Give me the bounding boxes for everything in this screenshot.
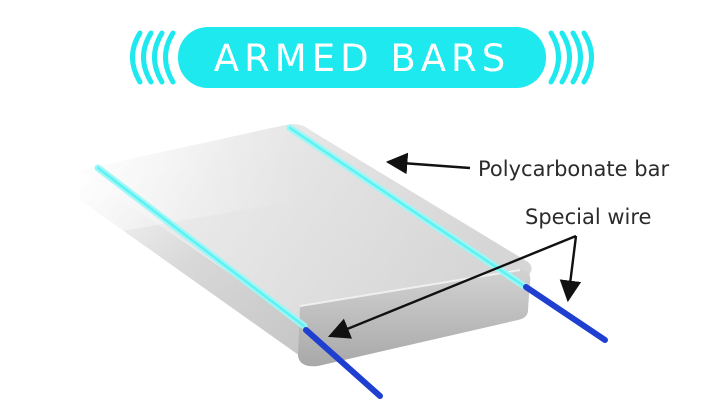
bar-back-fade — [70, 110, 300, 240]
callout-special-wire: Special wire — [327, 205, 651, 339]
polycarbonate-bar — [70, 110, 608, 399]
signal-waves-left-icon — [130, 30, 176, 85]
callout-polycarbonate-bar: Polycarbonate bar — [385, 152, 669, 181]
arrow-to-wire-left — [327, 234, 577, 339]
wire-end-right — [523, 284, 608, 343]
bar-front-edge — [299, 269, 521, 307]
bar-front-face — [298, 270, 531, 367]
wire-end-left — [303, 327, 383, 399]
label-polycarbonate-bar: Polycarbonate bar — [478, 157, 669, 181]
wire-glow-left-core — [96, 166, 306, 328]
wire-glow-right-core — [288, 126, 526, 288]
title-banner: ARMED BARS — [130, 27, 594, 88]
banner-pill — [178, 27, 546, 88]
arrow-to-bar — [385, 152, 471, 175]
signal-waves-right-icon — [548, 30, 594, 85]
label-special-wire: Special wire — [525, 205, 651, 229]
banner-title: ARMED BARS — [214, 37, 510, 80]
arrow-to-wire-right — [559, 235, 582, 303]
